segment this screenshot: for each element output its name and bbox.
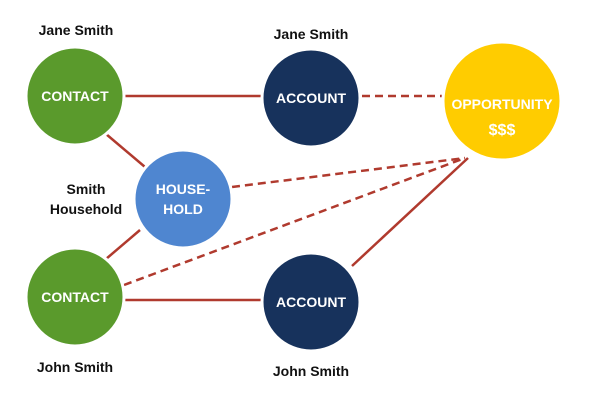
opportunity-node: OPPORTUNITY $$$ [441, 40, 563, 162]
household-node-caption-line1: Smith [67, 181, 106, 197]
contact-node-jane-circle [24, 45, 126, 147]
contact-node-jane-label: CONTACT [41, 88, 109, 104]
contact-node-jane-caption: Jane Smith [39, 22, 114, 38]
household-node: HOUSE- HOLD Smith Household [50, 148, 234, 250]
account-node-john-caption: John Smith [273, 363, 349, 379]
connector-household-opportunity [231, 156, 466, 189]
account-node-john-circle [260, 251, 362, 353]
account-node-john-label: ACCOUNT [276, 294, 346, 310]
opportunity-node-circle [441, 40, 563, 162]
account-node-jane: ACCOUNT Jane Smith [260, 26, 362, 149]
connector-household-contact-bottom [105, 229, 141, 260]
connector-contact-bottom-opportunity [123, 156, 466, 287]
account-node-john: ACCOUNT John Smith [260, 251, 362, 379]
connectors [105, 94, 469, 302]
contact-node-john: CONTACT John Smith [24, 246, 126, 375]
household-node-label-line2: HOLD [163, 201, 203, 217]
household-node-label-line1: HOUSE- [156, 181, 211, 197]
household-node-caption-line2: Household [50, 201, 122, 217]
account-node-jane-circle [260, 47, 362, 149]
contact-node-john-circle [24, 246, 126, 348]
household-node-circle [132, 148, 234, 250]
opportunity-node-value: $$$ [489, 122, 516, 139]
connector-account-bottom-opportunity [351, 157, 469, 267]
connector-contact-top-household [105, 133, 146, 168]
opportunity-node-label: OPPORTUNITY [451, 96, 553, 112]
contact-node-jane: CONTACT Jane Smith [24, 22, 126, 147]
account-node-jane-caption: Jane Smith [274, 26, 349, 42]
account-node-jane-label: ACCOUNT [276, 90, 346, 106]
contact-node-john-label: CONTACT [41, 289, 109, 305]
contact-node-john-caption: John Smith [37, 359, 113, 375]
